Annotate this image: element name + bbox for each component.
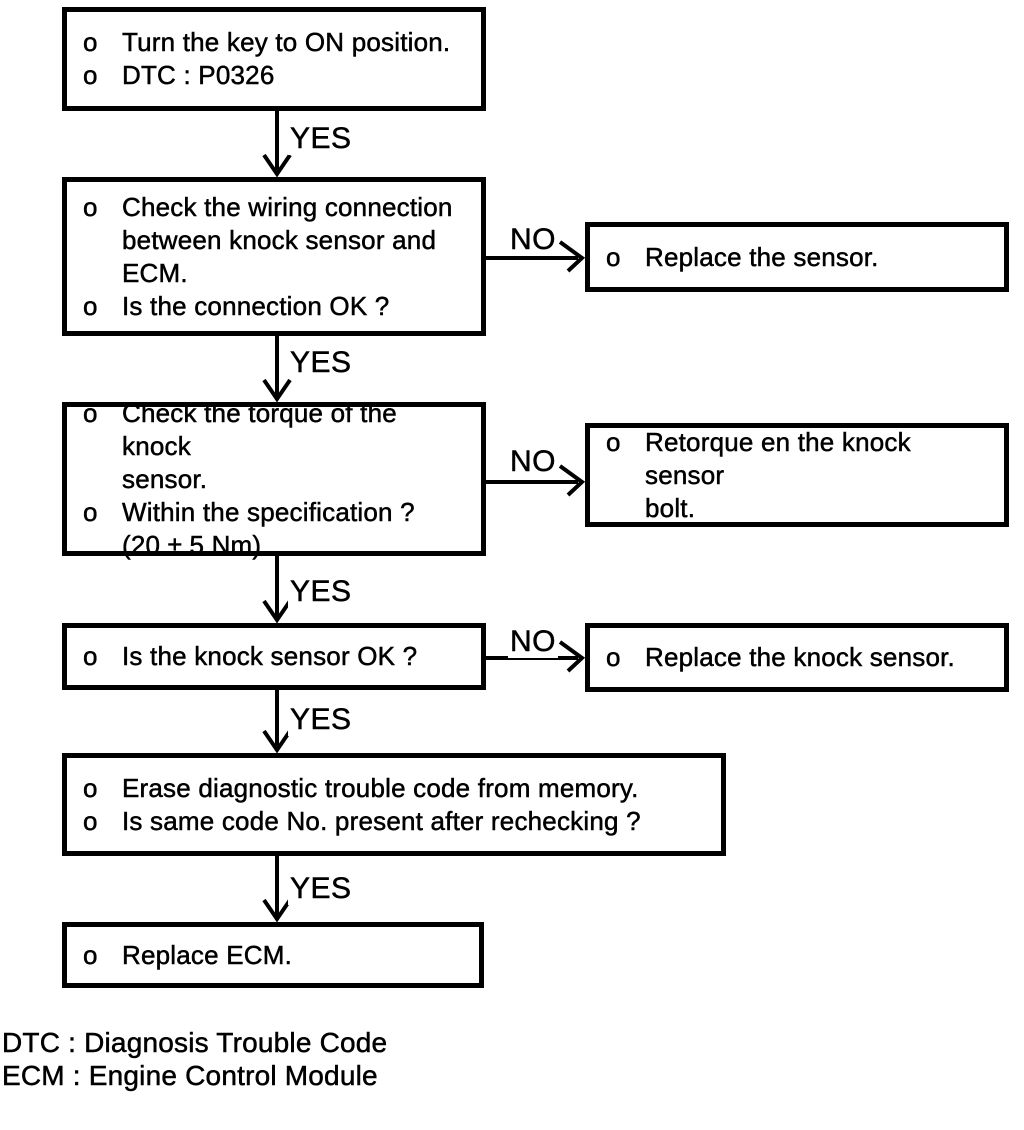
bullet-marker: o: [83, 27, 98, 58]
bullet-marker: o: [83, 191, 98, 222]
item-text: Turn the key to ON position.: [122, 27, 451, 58]
flow-item: o Within the specification ? (20 ± 5 Nm): [83, 496, 473, 562]
item-text: Retorque en the knock sensor bolt.: [645, 426, 911, 523]
item-text: Within the specification ? (20 ± 5 Nm): [122, 496, 415, 560]
flow-action-replace-knock-sensor: o Replace the knock sensor.: [585, 623, 1009, 692]
item-text: Check the torque of the knock sensor.: [122, 397, 397, 494]
flow-step-erase-code: o Erase diagnostic trouble code from mem…: [62, 753, 726, 856]
flow-action-replace-sensor: o Replace the sensor.: [585, 222, 1009, 292]
flow-step-knock-sensor-ok: o Is the knock sensor OK ?: [62, 623, 486, 690]
bullet-marker: o: [83, 805, 98, 836]
bullet-marker: o: [606, 241, 621, 272]
item-text: Replace the knock sensor.: [645, 642, 955, 673]
abbreviation-legend: DTC : Diagnosis Trouble Code ECM : Engin…: [2, 1026, 388, 1092]
item-text: Is the connection OK ?: [122, 290, 390, 321]
flow-item: o Replace the knock sensor.: [606, 641, 996, 674]
flow-item: o Replace the sensor.: [606, 241, 996, 274]
flow-item: o Erase diagnostic trouble code from mem…: [83, 772, 713, 805]
item-text: DTC : P0326: [122, 60, 275, 91]
no-label-1: NO: [508, 223, 558, 256]
flow-step-replace-ecm: o Replace ECM.: [62, 922, 484, 988]
no-arrow-3: [486, 640, 586, 673]
item-text: Is same code No. present after recheckin…: [122, 805, 641, 836]
flow-item: o DTC : P0326: [83, 59, 473, 92]
item-text: Replace the sensor.: [645, 241, 879, 272]
bullet-marker: o: [606, 642, 621, 673]
flow-step-key-on: o Turn the key to ON position. o DTC : P…: [62, 7, 486, 111]
flow-item: o Check the wiring connection between kn…: [83, 191, 473, 290]
flow-item: o Is the connection OK ?: [83, 290, 473, 323]
item-text: Replace ECM.: [122, 939, 293, 970]
flow-item: o Is same code No. present after recheck…: [83, 805, 713, 838]
legend-line-ecm: ECM : Engine Control Module: [2, 1060, 378, 1092]
bullet-marker: o: [83, 641, 98, 672]
legend-line-dtc: DTC : Diagnosis Trouble Code: [2, 1027, 388, 1059]
flow-item: o Turn the key to ON position.: [83, 26, 473, 59]
bullet-marker: o: [83, 939, 98, 970]
bullet-marker: o: [83, 290, 98, 321]
flow-action-retorque-bolt: o Retorque en the knock sensor bolt.: [585, 423, 1009, 527]
bullet-marker: o: [83, 772, 98, 803]
yes-arrow-2: [262, 335, 292, 403]
flow-item: o Replace ECM.: [83, 939, 471, 972]
item-text: Check the wiring connection between knoc…: [122, 191, 453, 288]
yes-label-2: YES: [288, 346, 354, 379]
yes-label-5: YES: [288, 872, 354, 905]
no-label-2: NO: [508, 445, 558, 478]
item-text: Erase diagnostic trouble code from memor…: [122, 772, 639, 803]
no-label-3: NO: [508, 625, 558, 658]
flow-item: o Retorque en the knock sensor bolt.: [606, 426, 996, 525]
no-arrow-1: [486, 240, 586, 273]
yes-label-4: YES: [288, 703, 354, 736]
yes-arrow-5: [262, 856, 292, 923]
yes-arrow-4: [262, 690, 292, 754]
bullet-marker: o: [606, 426, 621, 457]
yes-arrow-3: [262, 556, 292, 624]
flow-step-check-torque: o Check the torque of the knock sensor. …: [62, 397, 486, 560]
flow-item: o Check the torque of the knock sensor.: [83, 397, 473, 496]
bullet-marker: o: [83, 60, 98, 91]
item-text: Is the knock sensor OK ?: [122, 641, 418, 672]
yes-label-1: YES: [288, 122, 354, 155]
no-arrow-2: [486, 464, 586, 497]
yes-label-3: YES: [288, 575, 354, 608]
flow-step-check-wiring: o Check the wiring connection between kn…: [62, 177, 486, 336]
yes-arrow-1: [262, 111, 292, 178]
bullet-marker: o: [83, 397, 98, 428]
bullet-marker: o: [83, 496, 98, 527]
flow-item: o Is the knock sensor OK ?: [83, 640, 473, 673]
